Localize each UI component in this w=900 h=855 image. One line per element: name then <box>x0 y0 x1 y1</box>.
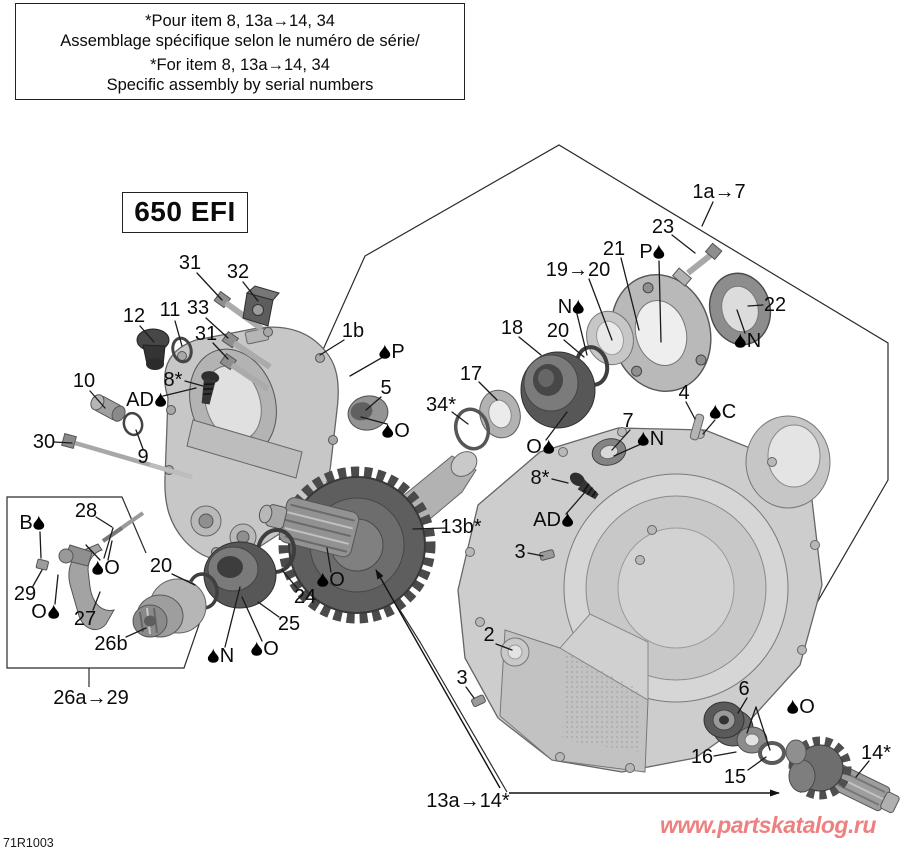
note-fr-line1: *Pour item 8, 13a→14, 34 <box>145 12 335 30</box>
part-seal-22 <box>708 272 772 346</box>
serial-note-box: *Pour item 8, 13a→14, 34 Assemblage spéc… <box>15 3 465 100</box>
sub-assembly-box <box>6 496 204 687</box>
watermark-url: www.partskatalog.ru <box>660 812 876 838</box>
leader-lines <box>32 201 870 778</box>
part-pin-3-right <box>539 549 555 561</box>
part-screw-8b <box>569 472 599 500</box>
part-bracket-32 <box>242 285 280 327</box>
note-fr-line2: Assemblage spécifique selon le numéro de… <box>60 32 420 50</box>
part-bearing-18 <box>520 351 596 429</box>
part-washer-15 <box>758 741 786 765</box>
part-bolt-23 <box>671 242 723 287</box>
part-washer-17 <box>479 389 521 439</box>
drawing-number: 71R1003 <box>3 836 54 850</box>
part-fitting-10 <box>90 394 126 422</box>
part-nut-29 <box>35 558 49 571</box>
part-bolt-30 <box>61 433 193 480</box>
part-pin-3-bottom <box>471 694 486 708</box>
part-crankcase-right <box>457 415 831 773</box>
part-washer-16 <box>736 726 768 754</box>
model-label-box: 650 EFI <box>122 192 248 233</box>
part-seal-7 <box>591 438 627 466</box>
part-pin-4 <box>689 413 705 441</box>
part-oring-9 <box>122 411 144 437</box>
part-bolt-31b <box>219 352 270 392</box>
part-oring-11 <box>171 336 193 364</box>
part-plug-12 <box>136 328 170 370</box>
note-en-line1: *For item 8, 13a→14, 34 <box>150 56 330 74</box>
part-bearing-25 <box>203 541 277 609</box>
part-bushing-5 <box>347 395 389 431</box>
model-label: 650 EFI <box>134 196 236 227</box>
part-screw-8a <box>201 371 220 405</box>
part-coupler-26b <box>132 578 207 638</box>
note-en-line2: Specific assembly by serial numbers <box>106 76 374 94</box>
part-ring-34 <box>453 407 491 451</box>
assembly-arrows <box>375 569 780 797</box>
part-shift-fork-27 <box>35 511 145 631</box>
part-pinion-gear-14 <box>785 736 900 814</box>
